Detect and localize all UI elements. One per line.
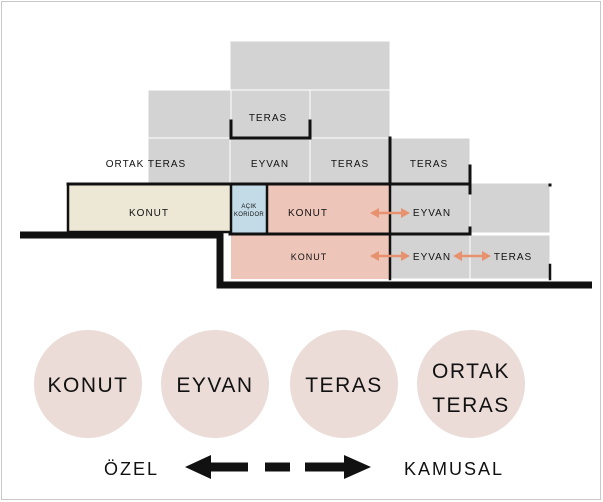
floor-slab-mid	[228, 226, 472, 236]
ground-line	[20, 231, 592, 289]
teras-parapet	[229, 119, 312, 140]
teras-right-parapet	[388, 136, 472, 186]
label-koridor: KORIDOR	[234, 212, 264, 218]
scale-label-ozel: ÖZEL	[104, 459, 159, 479]
legend-circle-ortak-teras	[417, 330, 525, 438]
legend-label-konut: KONUT	[48, 374, 129, 397]
privacy-scale: ÖZEL KAMUSAL	[104, 455, 504, 479]
block-right-mid	[469, 182, 551, 234]
label-eyvan-low: EYVAN	[413, 252, 451, 263]
konut-low-room	[231, 235, 390, 279]
label-konut-mid: KONUT	[288, 208, 328, 219]
legend-label-eyvan: EYVAN	[176, 374, 253, 397]
double-arrow-dashed-icon	[185, 455, 371, 479]
legend-circle-konut	[34, 330, 142, 438]
legend-label-ortak: ORTAK	[432, 360, 510, 383]
block-eyvan-mid	[389, 184, 471, 234]
section-labels: TERAS ORTAK TERAS EYVAN TERAS TERAS KONU…	[106, 113, 532, 263]
acik-koridor-room	[231, 185, 267, 233]
legend: KONUT EYVAN TERAS ORTAK TERAS	[34, 330, 525, 438]
label-teras-top: TERAS	[249, 113, 287, 124]
block-row2-left	[147, 89, 232, 139]
legend-circle-teras	[290, 330, 398, 438]
double-arrow-icon	[370, 208, 410, 218]
scale-label-kamusal: KAMUSAL	[404, 459, 504, 479]
double-arrow-icon	[370, 251, 410, 261]
konut-mid-room	[268, 185, 390, 233]
label-konut-left: KONUT	[129, 208, 169, 219]
label-eyvan-mid: EYVAN	[413, 208, 451, 219]
block-row3-b	[229, 137, 311, 185]
block-row3-c	[309, 137, 391, 185]
double-arrow-icon	[453, 251, 491, 261]
label-ortak-teras: ORTAK TERAS	[106, 159, 186, 170]
label-teras-mid: TERAS	[331, 159, 369, 170]
legend-label-teras-2: TERAS	[432, 394, 510, 417]
label-eyvan-upper: EYVAN	[251, 159, 289, 170]
label-teras-low: TERAS	[494, 252, 532, 263]
label-konut-low: KONUT	[291, 252, 328, 262]
legend-circle-eyvan	[161, 330, 269, 438]
label-teras-right: TERAS	[410, 159, 448, 170]
konut-left-room	[68, 185, 230, 232]
block-top	[229, 40, 391, 91]
block-row2-right	[309, 89, 391, 139]
legend-label-teras: TERAS	[305, 374, 383, 397]
orange-arrows	[370, 208, 491, 261]
label-acik: AÇIK	[241, 204, 256, 210]
